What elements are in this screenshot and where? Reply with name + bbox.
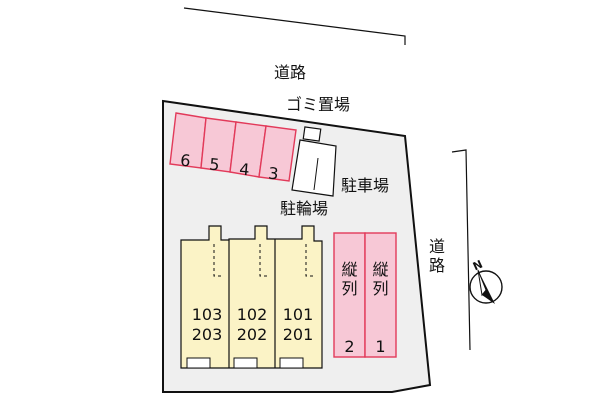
tandem-char: 縦 — [341, 260, 357, 279]
entrance-box — [186, 357, 211, 369]
unit-number: 203 — [192, 325, 223, 344]
entrance-box — [279, 357, 304, 369]
road-top-label: 道路 — [274, 63, 306, 82]
road-right-label-char: 路 — [429, 256, 445, 275]
parking-space-label: 4 — [239, 160, 251, 180]
tandem-number: 1 — [375, 337, 385, 356]
parking-label: 駐車場 — [341, 176, 389, 195]
parking-tandem: 縦 列 2 縦 列 1 — [333, 232, 397, 358]
dashed-line — [305, 244, 314, 277]
parking-space-label: 5 — [209, 155, 221, 175]
bike-parking-label: 駐輪場 — [280, 199, 328, 218]
parking-space-3 — [258, 125, 297, 182]
unit-number: 202 — [237, 325, 268, 344]
parking-space-label: 6 — [180, 151, 192, 171]
road-right-label-char: 道 — [429, 237, 445, 256]
tandem-char: 列 — [372, 279, 388, 298]
tandem-char: 縦 — [372, 260, 388, 279]
garbage-area-label: ゴミ置場 — [286, 95, 350, 114]
building-outline — [180, 225, 323, 369]
dashed-line — [213, 244, 221, 277]
unit-number: 103 — [192, 305, 223, 324]
top-road-line — [183, 7, 406, 45]
unit-number: 102 — [237, 305, 268, 324]
right-road-line — [451, 149, 471, 351]
unit-number: 201 — [283, 325, 314, 344]
parking-space-tandem-1 — [364, 232, 397, 358]
entrance-box — [233, 357, 258, 369]
tandem-number: 2 — [344, 337, 354, 356]
unit-number: 101 — [283, 305, 314, 324]
dashed-line — [259, 244, 267, 277]
garbage-area — [302, 126, 322, 142]
parking-row-top: 6 5 4 3 — [169, 112, 297, 184]
parking-space-label: 3 — [268, 164, 280, 184]
compass-icon: N — [469, 258, 503, 304]
tandem-char: 列 — [341, 279, 357, 298]
building: 103 203 102 202 101 201 — [180, 225, 323, 369]
bike-shed — [291, 139, 337, 197]
bike-shed-divider — [313, 157, 319, 191]
